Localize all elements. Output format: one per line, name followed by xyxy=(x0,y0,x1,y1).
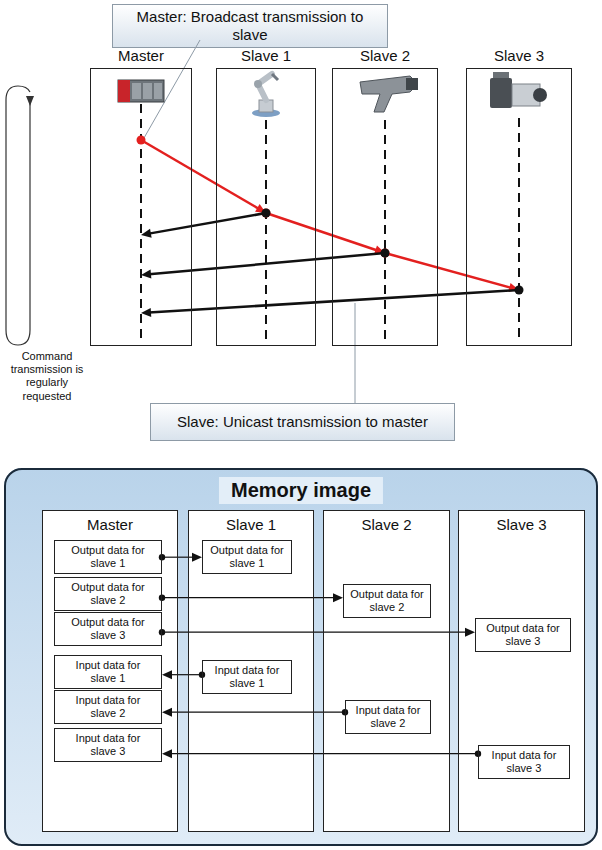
box-fill xyxy=(54,728,162,762)
box-text: Master: Broadcast transmission to slave xyxy=(119,8,381,44)
box-fill xyxy=(343,584,431,618)
box-fill xyxy=(323,510,450,832)
box-text: Output data for slave 2 xyxy=(350,588,424,614)
box-fill xyxy=(150,403,455,441)
box-fill xyxy=(458,510,585,832)
heading-text: Slave 1 xyxy=(191,516,311,533)
box-fill xyxy=(478,745,570,779)
memory-column: Slave 1 Output data for slave 1 Input data… xyxy=(188,510,314,832)
connector-arrow xyxy=(162,670,205,679)
box-text: Input data for slave 2 xyxy=(71,694,145,720)
data-box: Input data for slave 2 xyxy=(54,690,162,724)
callout-box: Master: Broadcast transmission to slave xyxy=(112,4,388,48)
box-fill xyxy=(42,510,178,832)
loop-arrow xyxy=(6,86,34,345)
data-box: Input data for slave 1 xyxy=(202,660,292,694)
memory-column: Slave 2 Output data for slave 2 Input data… xyxy=(323,510,450,832)
box-text: Input data for slave 1 xyxy=(71,659,145,685)
box-text: Input data for slave 3 xyxy=(487,749,561,775)
heading-text: Master xyxy=(45,516,175,533)
box-text: Output data for slave 1 xyxy=(210,544,284,570)
leader-line xyxy=(355,303,356,403)
data-box: Output data for slave 1 xyxy=(54,540,162,574)
data-box: Output data for slave 3 xyxy=(475,618,571,652)
connector-arrow xyxy=(159,593,343,602)
heading-text: Slave 2 xyxy=(323,47,447,64)
box-fill xyxy=(345,700,431,734)
box-text: Input data for slave 2 xyxy=(352,704,424,730)
plc-icon xyxy=(118,80,164,102)
data-box: Output data for slave 2 xyxy=(54,577,162,611)
box-text: Output data for slave 1 xyxy=(71,544,145,570)
box-fill xyxy=(54,577,162,611)
data-box: Output data for slave 1 xyxy=(202,540,292,574)
device-column: Slave 2 xyxy=(332,68,438,346)
memory-panel: Memory imageMasterOutput data for slave … xyxy=(4,468,598,846)
box-text: Output data for slave 3 xyxy=(71,616,145,642)
device-column: Slave 1 xyxy=(216,68,316,346)
box-fill xyxy=(54,655,162,689)
device-column: Slave 3 xyxy=(466,68,572,346)
heading-text: Slave 1 xyxy=(207,47,325,64)
heading-text: Slave 2 xyxy=(326,516,447,533)
connector-arrow xyxy=(162,749,481,758)
connector-arrow xyxy=(159,553,202,562)
camera-icon xyxy=(490,72,547,108)
box-text: Output data for slave 3 xyxy=(486,622,560,648)
box-fill xyxy=(475,618,571,652)
data-box: Input data for slave 2 xyxy=(345,700,431,734)
callout-box: Slave: Unicast transmission to master xyxy=(150,403,455,441)
box-fill xyxy=(54,612,162,646)
box-text: Input data for slave 1 xyxy=(210,664,284,690)
box-text: Output data for slave 2 xyxy=(71,581,145,607)
memory-column: Slave 3 Output data for slave 3 Input data… xyxy=(458,510,585,832)
connector-arrow xyxy=(137,136,267,214)
data-box: Input data for slave 3 xyxy=(478,745,570,779)
box-fill xyxy=(202,660,292,694)
connector-arrow xyxy=(262,209,386,255)
connector-arrow xyxy=(141,249,390,279)
scanner-icon xyxy=(360,76,418,112)
box-fill xyxy=(54,690,162,724)
timeline-dashes xyxy=(141,104,519,340)
connector-arrow xyxy=(162,708,348,717)
note-label: Command transmission is regularly reques… xyxy=(0,350,94,403)
box-fill xyxy=(112,4,388,48)
connector-arrow xyxy=(141,209,271,238)
box-fill xyxy=(188,510,314,832)
box-text: Input data for slave 3 xyxy=(71,732,145,758)
connector-arrow xyxy=(159,628,475,637)
data-box: Output data for slave 3 xyxy=(54,612,162,646)
robot-arm-icon xyxy=(252,74,280,117)
heading-text: Memory image xyxy=(219,477,383,504)
box-fill xyxy=(202,540,292,574)
connector-arrow xyxy=(381,249,520,292)
device-column: Master xyxy=(90,68,192,346)
memory-column: MasterOutput data for slave 1 Output data… xyxy=(42,510,178,832)
data-box: Input data for slave 3 xyxy=(54,728,162,762)
heading-text: Slave 3 xyxy=(457,47,581,64)
box-fill xyxy=(54,540,162,574)
heading-text: Master xyxy=(81,47,201,64)
box-text: Slave: Unicast transmission to master xyxy=(177,413,428,431)
data-box: Input data for slave 1 xyxy=(54,655,162,689)
box-fill xyxy=(4,468,598,846)
heading-text: Slave 3 xyxy=(461,516,582,533)
data-box: Output data for slave 2 xyxy=(343,584,431,618)
